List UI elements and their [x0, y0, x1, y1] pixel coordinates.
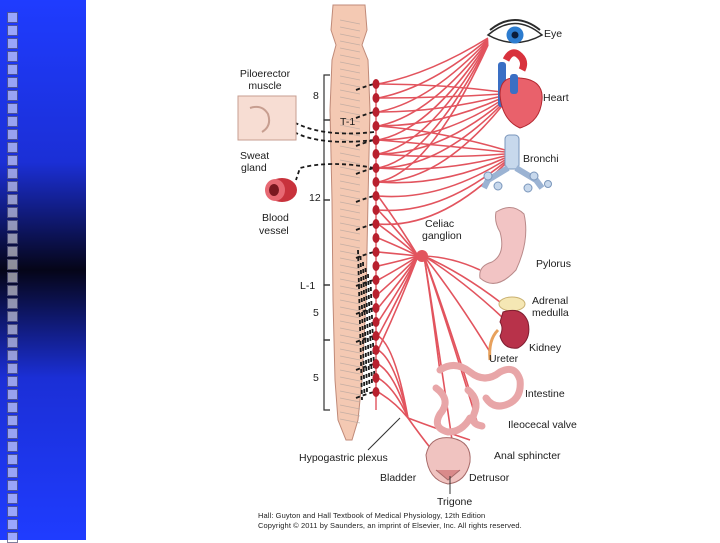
- label-piloerector-2: muscle: [248, 80, 281, 92]
- label-vessel: vessel: [259, 225, 289, 237]
- chain-ganglia: [373, 79, 380, 397]
- nerve-celiac: [378, 256, 418, 350]
- chain-ganglion: [373, 191, 380, 201]
- label-blood: Blood: [262, 212, 289, 224]
- chain-ganglion: [373, 373, 380, 383]
- kidney-illustration: [500, 310, 529, 348]
- chain-ganglion: [373, 359, 380, 369]
- hypogastric-pointer: [368, 418, 400, 450]
- chain-ganglion: [373, 345, 380, 355]
- nerve-bronchi: [378, 154, 505, 157]
- segment-t1: T-1: [340, 116, 355, 128]
- chain-ganglion: [373, 135, 380, 145]
- chain-ganglion: [373, 261, 380, 271]
- celiac-ganglion: [416, 250, 428, 262]
- label-bladder: Bladder: [380, 472, 416, 484]
- label-trigone: Trigone: [437, 496, 472, 508]
- label-gland: gland: [241, 162, 267, 174]
- chain-ganglion: [373, 247, 380, 257]
- chain-ganglion: [373, 317, 380, 327]
- segment-l1: L-1: [300, 280, 315, 292]
- blood-vessel-illustration: [265, 178, 297, 202]
- adrenal-illustration: [499, 297, 525, 311]
- label-celiac: Celiac: [425, 218, 454, 230]
- label-hypogastric: Hypogastric plexus: [299, 452, 388, 464]
- segment-l5: 5: [313, 307, 319, 319]
- chain-ganglion: [373, 331, 380, 341]
- chain-ganglion: [373, 177, 380, 187]
- credit-line-1: Hall: Guyton and Hall Textbook of Medica…: [258, 511, 485, 520]
- label-ureter: Ureter: [489, 353, 518, 365]
- chain-ganglion: [373, 275, 380, 285]
- chain-ganglion: [373, 289, 380, 299]
- chain-ganglion: [373, 107, 380, 117]
- label-bronchi: Bronchi: [523, 153, 559, 165]
- chain-ganglion: [373, 93, 380, 103]
- chain-ganglion: [373, 219, 380, 229]
- segment-brackets: [324, 75, 330, 410]
- label-ileocecal: Ileocecal valve: [508, 419, 577, 431]
- label-piloerector: Piloerector: [240, 68, 290, 80]
- nerve-heart: [378, 84, 502, 92]
- stomach-illustration: [480, 207, 526, 283]
- nerve-heart: [378, 94, 502, 98]
- label-intestine: Intestine: [525, 388, 565, 400]
- chain-ganglion: [373, 79, 380, 89]
- eye-illustration: [488, 20, 542, 44]
- chain-ganglion: [373, 303, 380, 313]
- chain-ganglion: [373, 205, 380, 215]
- chain-ganglion: [373, 163, 380, 173]
- bladder-illustration: [426, 438, 470, 484]
- label-ganglion: ganglion: [422, 230, 462, 242]
- nerve-bronchi: [378, 140, 505, 152]
- segment-t12: 12: [309, 192, 321, 204]
- skin-illustration: [238, 96, 296, 140]
- label-medulla: medulla: [532, 307, 569, 319]
- nerve-heart: [378, 104, 502, 168]
- label-kidney: Kidney: [529, 342, 561, 354]
- spinal-cord: [330, 5, 370, 440]
- heart-illustration: [498, 53, 542, 128]
- chain-ganglion: [373, 233, 380, 243]
- segment-s5: 5: [313, 372, 319, 384]
- credit-line-2: Copyright © 2011 by Saunders, an imprint…: [258, 521, 522, 530]
- label-sweat: Sweat: [240, 150, 269, 162]
- label-anal-sphincter: Anal sphincter: [494, 450, 561, 462]
- label-adrenal: Adrenal: [532, 295, 568, 307]
- label-detrusor: Detrusor: [469, 472, 509, 484]
- label-eye: Eye: [544, 28, 562, 40]
- chain-ganglion: [373, 387, 380, 397]
- chain-ganglion: [373, 121, 380, 131]
- nerve-celiac: [378, 210, 418, 256]
- chain-ganglion: [373, 149, 380, 159]
- label-pylorus: Pylorus: [536, 258, 571, 270]
- label-heart: Heart: [543, 92, 569, 104]
- segment-c8: 8: [313, 90, 319, 102]
